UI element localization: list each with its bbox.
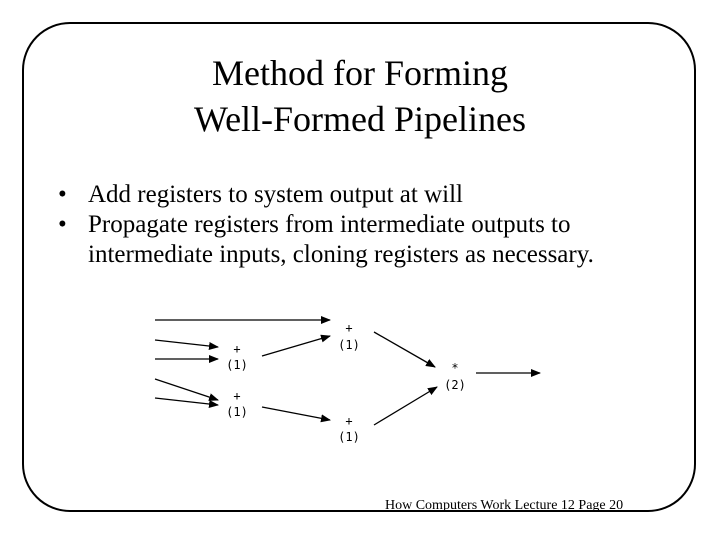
slide-title-line2: Well-Formed Pipelines (193, 99, 527, 139)
edge-input1-to-adder1 (154, 339, 219, 350)
slide-frame (22, 22, 696, 512)
adder4-op: + (345, 414, 352, 428)
bullet-text: Add registers to system output at will (88, 181, 463, 208)
bullet-text: Propagate registers from intermediate ou… (88, 211, 594, 268)
multiplier-delay: (2) (444, 378, 466, 392)
edge-adder4-to-multiplier (373, 386, 438, 426)
adder2-delay: (1) (226, 405, 248, 419)
adder1-delay: (1) (226, 358, 248, 372)
edge-adder1-to-adder3 (261, 334, 331, 357)
adder3-delay: (1) (338, 338, 360, 352)
adder3-op: + (345, 321, 352, 335)
edge-input3-to-adder2 (154, 378, 219, 401)
bullet-item: • Add registers to system output at will (58, 180, 698, 210)
edge-adder2-to-adder4 (261, 406, 331, 423)
multiplier-op: * (451, 361, 458, 375)
slide-footer: How Computers Work Lecture 12 Page 20 (385, 498, 624, 513)
edge-input4-to-adder2 (154, 397, 219, 408)
bullet-marker: • (58, 181, 67, 208)
adder4-delay: (1) (338, 430, 360, 444)
edge-adder3-to-multiplier (373, 331, 436, 368)
adder1-op: + (233, 342, 240, 356)
adder2-op: + (233, 389, 240, 403)
bullet-marker: • (58, 211, 67, 238)
slide-title-line1: Method for Forming (212, 53, 508, 93)
bullet-list: • Add registers to system output at will… (58, 180, 698, 270)
bullet-item: • Propagate registers from intermediate … (58, 210, 698, 270)
